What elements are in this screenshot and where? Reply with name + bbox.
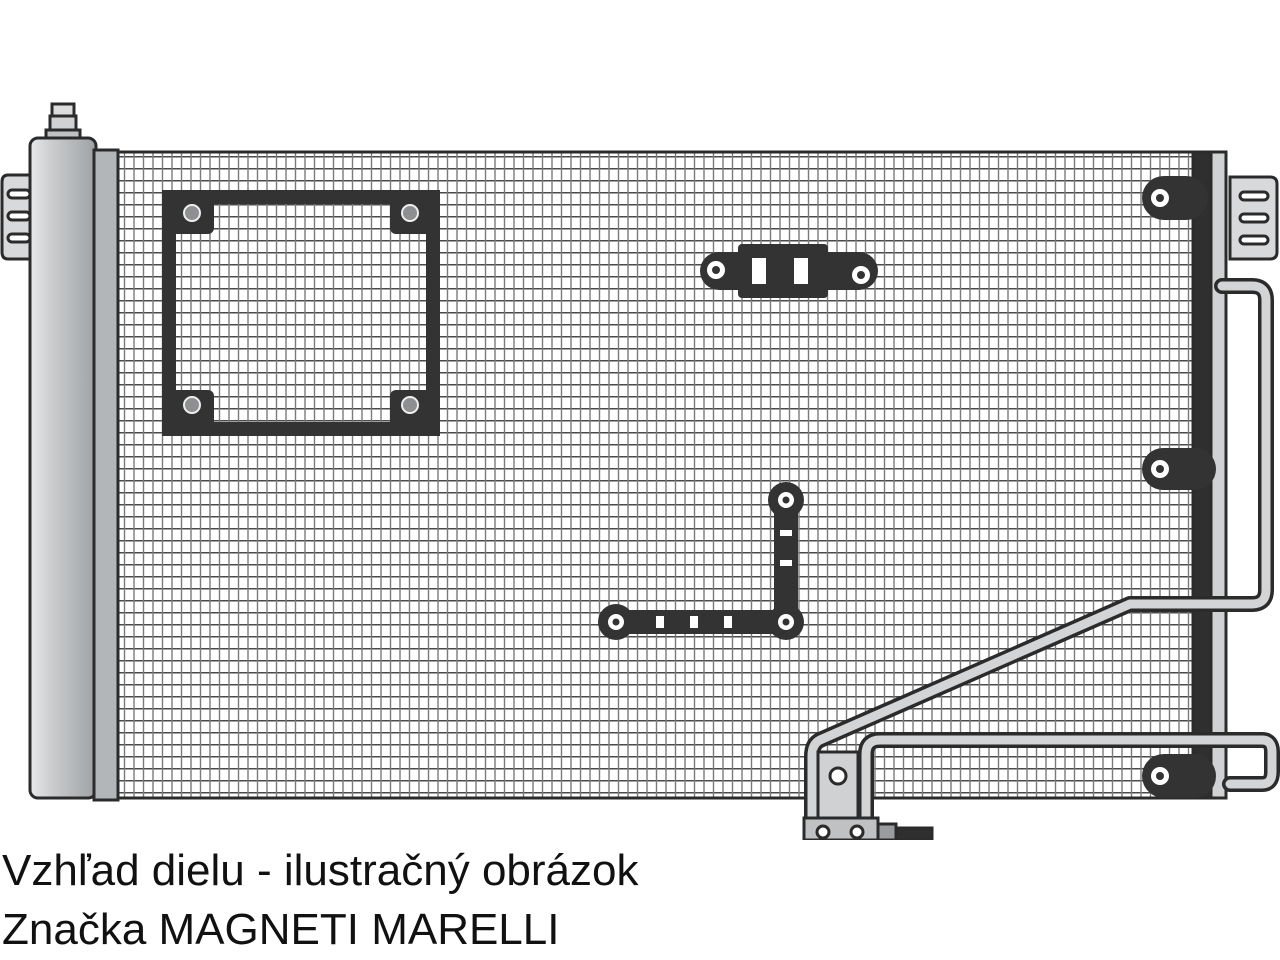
condenser-core <box>116 150 1202 800</box>
left-mount-bracket <box>0 173 34 261</box>
upper-clip <box>700 244 878 298</box>
caption-part-view: Vzhľad dielu - ilustračný obrázok <box>2 846 639 895</box>
pipe-connection-block <box>802 750 934 840</box>
refrigerant-pipes <box>804 278 1280 838</box>
square-mount-frame <box>162 190 440 436</box>
condenser-illustration <box>0 102 1280 840</box>
l-shaped-bracket <box>598 482 804 640</box>
header-clips <box>1142 176 1216 798</box>
caption-brand: Značka MAGNETI MARELLI <box>2 905 560 954</box>
right-mount-bracket <box>1228 175 1279 261</box>
receiver-drier-tank <box>28 102 120 802</box>
